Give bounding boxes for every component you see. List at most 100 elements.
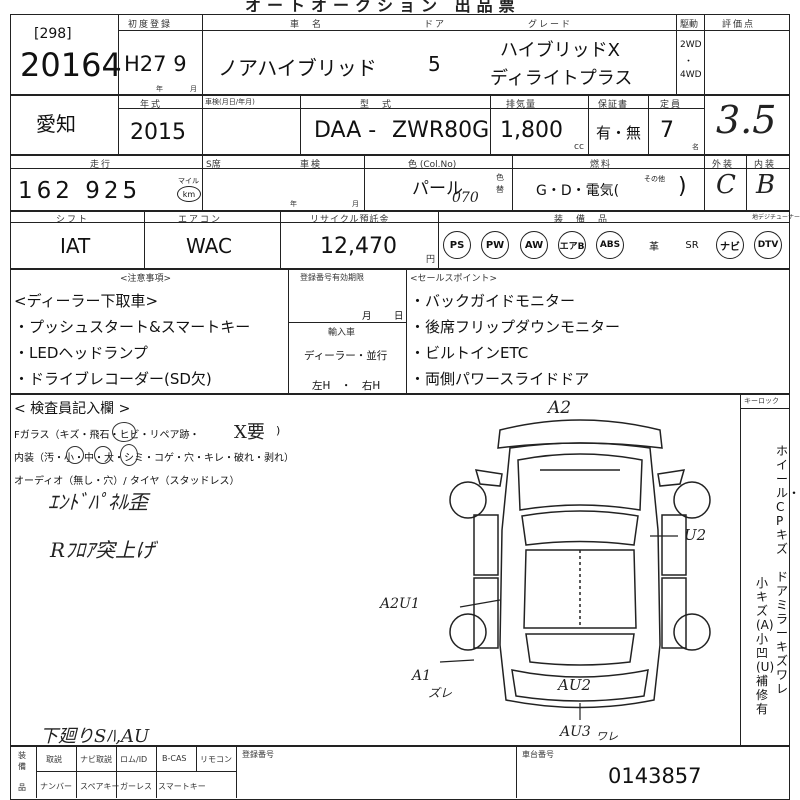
equip-ps: PS — [443, 231, 471, 259]
import-label: 輸入車 — [328, 328, 356, 338]
equip-aw: AW — [520, 231, 548, 259]
score-value: 3.5 — [716, 98, 777, 142]
hood — [517, 453, 643, 511]
wheel-front-right — [673, 481, 711, 519]
registration-label: 登録番号有効期限 — [300, 273, 364, 282]
interior-circle-mark-3 — [120, 444, 138, 466]
drive-4wd: 4WD — [680, 70, 702, 80]
region: 愛知 — [36, 112, 76, 136]
footer-equip-label-1: 装備 — [18, 751, 26, 771]
label-year: 年式 — [140, 100, 163, 110]
color-value: パール — [412, 179, 463, 199]
label-doors: ドア — [424, 20, 447, 30]
mileage-unit-mile: マイル — [178, 177, 199, 185]
audio-tire-line: オーディオ（無し・穴）/ タイヤ（スタッドレス） — [14, 476, 240, 487]
capacity: 7 — [660, 118, 674, 143]
warranty: 有・無 — [596, 124, 642, 142]
inspector-label: < 検査員記入欄 > — [14, 401, 131, 417]
leader-a1 — [439, 659, 475, 663]
equip-leather: 革 — [649, 241, 659, 253]
f-glass-line: Fガラス（キズ・飛石・ヒビ・リペア跡・ — [14, 430, 200, 441]
footer-item-plate: ナンバー — [40, 782, 72, 791]
right-front-door — [661, 514, 687, 576]
car-name: ノアハイブリッド — [218, 56, 377, 80]
first-reg-value: H27 9 — [124, 52, 187, 76]
front-bumper — [497, 419, 663, 449]
footer-chassis-label: 車台番号 — [522, 750, 554, 759]
notes-label: <注意事項> — [120, 274, 172, 284]
legend-repair: 小キズ(A)小凹(U)補修有 — [756, 576, 775, 716]
model-year: 2015 — [130, 120, 186, 145]
windshield — [521, 510, 639, 546]
label-warranty: 保証書 — [598, 100, 629, 110]
page-title: オートオークション 出品票 — [245, 0, 521, 15]
equip-pw: PW — [481, 231, 509, 259]
mirror-right — [657, 469, 686, 487]
lot-number: 20164 — [20, 46, 122, 84]
drive-2wd: 2WD — [680, 40, 702, 50]
chassis-number: 0143857 — [608, 764, 702, 788]
label-name: 車 名 — [290, 20, 324, 30]
footer-equip-label-2: 品 — [18, 783, 26, 792]
roof — [523, 549, 637, 629]
label-color: 色 (Col.No) — [408, 160, 457, 170]
footer-item-manual: 取説 — [46, 755, 62, 764]
mirror-left — [474, 469, 503, 487]
wheel-rear-right — [673, 613, 711, 651]
legend-door-mirror: ドアミラーキズワレ — [776, 570, 789, 696]
shaken-month-unit: 月 — [352, 200, 361, 208]
wheel-front-left — [449, 481, 487, 519]
left-rear-door — [473, 577, 499, 649]
year-unit: 年 — [156, 85, 165, 93]
mark-u2: U2 — [684, 526, 707, 544]
sales-point-1: ・バックガイドモニター — [410, 292, 576, 310]
label-shaken-r3: 車検 — [300, 160, 323, 170]
label-mileage: 走行 — [90, 160, 113, 170]
mileage-unit-km: km — [177, 186, 201, 202]
shaken-year-unit: 年 — [290, 200, 299, 208]
equip-dtv: DTV — [754, 231, 782, 259]
recycle-value: 12,470 — [320, 234, 397, 259]
keyless-label: キーロック — [744, 397, 779, 405]
label-s-mark: S席 — [206, 160, 221, 170]
cc-unit: cc — [574, 142, 584, 152]
note-item-2: ・プッシュスタート&スマートキー — [14, 318, 251, 336]
model-prefix: DAA - — [314, 118, 377, 143]
note-item-4: ・ドライブレコーダー(SD欠) — [14, 370, 212, 388]
handwritten-note-3: 下廻りSﾊ,AU — [40, 726, 150, 747]
reg-day: 日 — [394, 311, 404, 322]
mark-au2: AU2 — [558, 676, 592, 694]
handle-value: 左H ・ 右H — [312, 380, 381, 392]
wheel-rear-left — [449, 613, 487, 651]
aircon-value: WAC — [186, 234, 232, 258]
label-grade: グレード — [528, 20, 573, 30]
fuel-close: ) — [678, 174, 687, 199]
equip-airbag: エアB — [558, 231, 586, 259]
label-score: 評価点 — [722, 20, 756, 30]
other-label: その他 — [644, 175, 665, 183]
label-drive: 駆動 — [680, 20, 699, 30]
mark-au3: AU3 — [560, 724, 591, 740]
footer-item-rom: ロム/ID — [120, 755, 148, 764]
footer-reg-label: 登録番号 — [242, 750, 274, 759]
mark-a2: A2 — [548, 398, 572, 418]
equip-sr: SR — [685, 239, 699, 251]
label-dtv: 地デジチューナー — [752, 214, 800, 221]
grade-line-1: ハイブリッドX — [500, 40, 620, 61]
mark-a2u1: A2U1 — [380, 596, 420, 612]
displacement: 1,800 — [500, 118, 563, 143]
label-model: 型 式 — [360, 100, 394, 110]
footer-item-garage: ガーレス — [120, 782, 152, 791]
footer-item-bcas: B-CAS — [162, 754, 187, 763]
note-item-3: ・LEDヘッドランプ — [14, 344, 148, 362]
reg-month: 月 — [362, 311, 372, 322]
handwritten-note-1: ｴﾝﾄﾞﾊﾟﾈﾙ歪 — [48, 490, 148, 514]
equip-abs: ABS — [596, 231, 624, 259]
sales-points-label: <セールスポイント> — [410, 274, 498, 284]
label-shift: シフト — [56, 215, 90, 225]
right-rear-door — [661, 577, 687, 649]
month-unit: 月 — [190, 85, 199, 93]
fuel-value: G・D・電気( — [536, 183, 620, 199]
mark-a1: A1 — [412, 668, 432, 684]
grade-line-2: ディライトプラス — [490, 68, 633, 89]
